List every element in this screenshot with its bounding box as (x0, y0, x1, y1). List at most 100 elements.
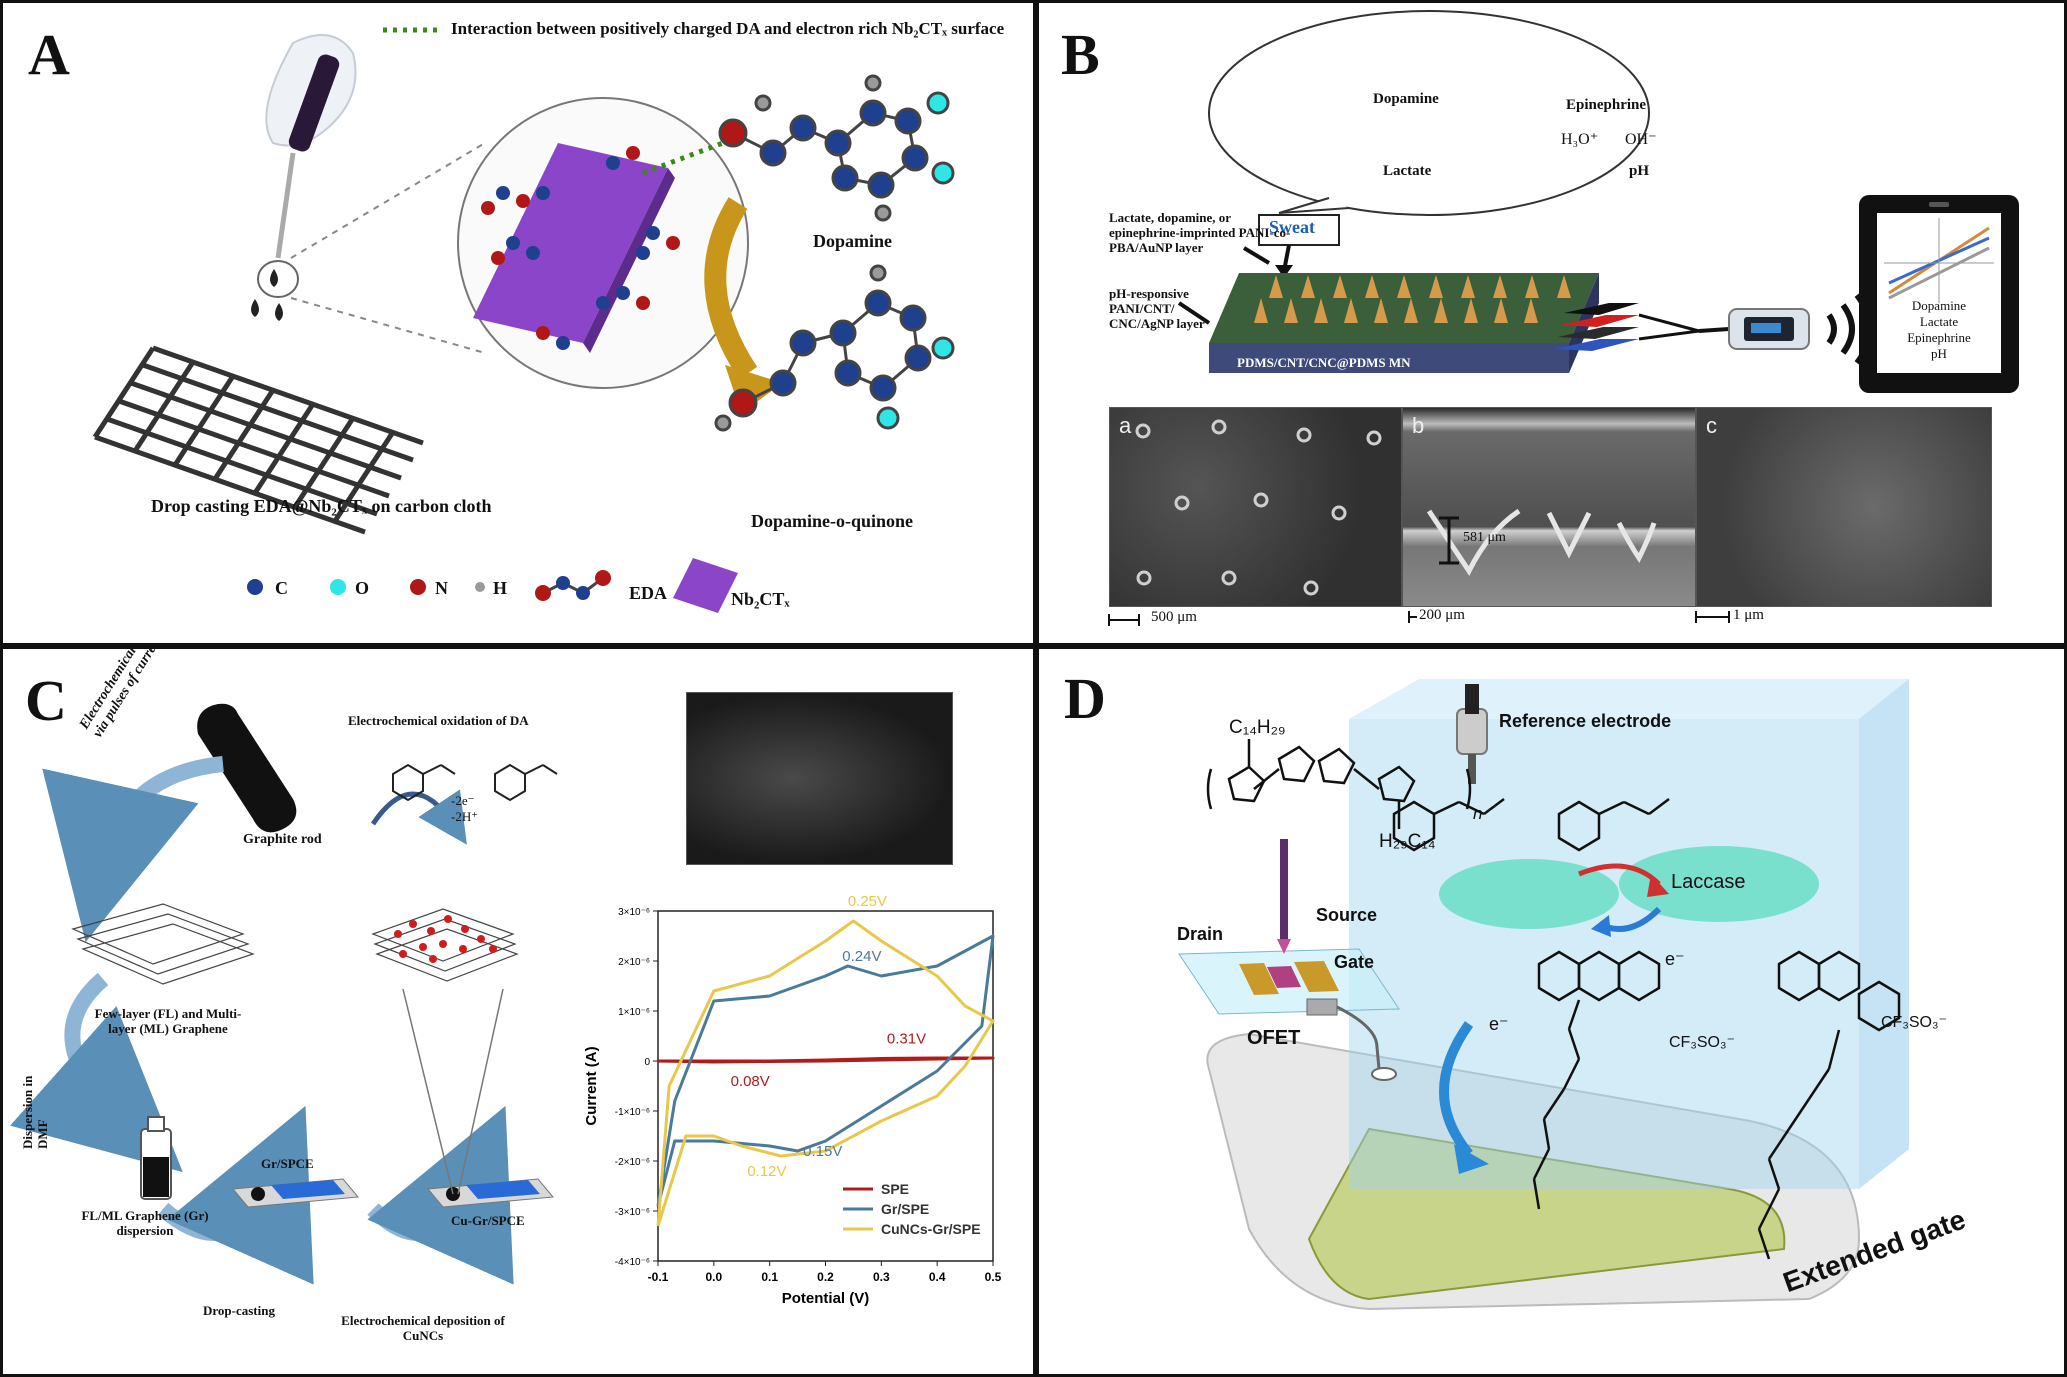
dopamine-molecule (718, 74, 955, 222)
triflate-label-2: CF₃SO₃⁻ (1881, 1014, 1947, 1031)
graphite-rod-icon (197, 703, 297, 833)
panel-b-label: B (1061, 22, 1100, 87)
y-axis-label: Current (A) (583, 1046, 600, 1125)
h29-label: H₂₉C₁₄ (1379, 831, 1436, 852)
scale-c: 1 μm (1733, 607, 1764, 623)
drain-label: Drain (1177, 924, 1224, 944)
wireless-device-icon (1728, 308, 1810, 350)
series-line-spe (657, 1056, 995, 1064)
dopamine-label-b: Dopamine (1373, 91, 1439, 107)
legend-c: C (275, 578, 288, 598)
drop-casting-label: Drop-casting (203, 1303, 275, 1318)
y-tick-label-6: 2×10⁻⁶ (618, 957, 650, 968)
y-tick-label-1: -3×10⁻⁶ (615, 1207, 650, 1218)
sem-label-b: b (1412, 413, 1425, 438)
series-line-gr-spe (656, 934, 995, 1207)
drop-cast-label: Drop casting EDA@Nb₂CTₓ on carbon cloth (151, 496, 492, 516)
electrolyte-box (1349, 679, 1909, 1189)
y-tick-label-0: -4×10⁻⁶ (615, 1257, 650, 1268)
legend-n: N (435, 578, 448, 598)
panel-c-illustration (10, 703, 558, 1285)
sem-label-a: a (1119, 413, 1132, 438)
sem-overlay (1135, 419, 1657, 596)
scale-b: 200 μm (1419, 607, 1465, 623)
legend-nb: Nb₂CTₓ (731, 589, 790, 609)
panel-a-illustration (92, 27, 955, 613)
graphene-sheets (71, 903, 519, 985)
gr-spce-electrode (232, 1178, 359, 1208)
deposition-label: Electrochemical deposition of CuNCs (341, 1313, 505, 1343)
cu-spce-label: Cu-Gr/SPCE (451, 1213, 525, 1228)
phone-line-4: pH (1931, 346, 1947, 361)
quinone-label: Dopamine-o-quinone (751, 511, 914, 531)
panel-b-illustration (1108, 10, 2019, 626)
oxidation-label: Electrochemical oxidation of DA (348, 713, 529, 728)
legend-symbols (247, 558, 738, 613)
vial-icon (140, 1116, 172, 1200)
x-axis-label: Potential (V) (782, 1290, 870, 1307)
triflate-label-1: CF₃SO₃⁻ (1669, 1034, 1735, 1051)
phone-line-3: Epinephrine (1907, 330, 1971, 345)
y-tick-label-3: -1×10⁻⁶ (615, 1107, 650, 1118)
plot-frame (657, 910, 994, 1262)
x-tick-label-6: 0.5 (985, 1270, 1002, 1284)
sweat-label: Sweat (1269, 217, 1315, 237)
laccase-label: Laccase (1671, 871, 1746, 893)
ph-label: pH (1629, 163, 1650, 179)
graphene-label: Few-layer (FL) and Multi-layer (ML) Grap… (94, 1006, 242, 1036)
extended-gate (1206, 1032, 1861, 1311)
x-tick-label-4: 0.3 (873, 1270, 890, 1284)
layer2-label: pH-responsive PANI/CNT/ CNC/AgNP layer (1109, 286, 1205, 331)
legend-label-0: SPE (881, 1181, 909, 1197)
peak-annotation-3: 0.08V (731, 1073, 770, 1090)
sem-image-b (1402, 407, 1696, 607)
lactate-label: Lactate (1383, 163, 1432, 179)
ofet-device (1178, 839, 1400, 1081)
cu-gr-spce-electrode (427, 1178, 554, 1208)
legend-label-1: Gr/SPE (881, 1201, 929, 1217)
x-tick-label-1: 0.0 (705, 1270, 722, 1284)
peak-annotation-5: 0.12V (747, 1163, 786, 1180)
phone-line-1: Dopamine (1911, 298, 1967, 313)
gr-spce-label: Gr/SPCE (261, 1156, 314, 1171)
sem-label-c: c (1706, 413, 1717, 438)
y-tick-label-5: 1×10⁻⁶ (618, 1007, 650, 1018)
phone-line-2: Lactate (1919, 314, 1959, 329)
sem-image-a (1109, 407, 1402, 607)
x-tick-label-2: 0.1 (761, 1270, 778, 1284)
polymer-structure (1206, 739, 1472, 829)
dopamine-label: Dopamine (813, 231, 893, 251)
layer1-label: Lactate, dopamine, or epinephrine-imprin… (1109, 210, 1291, 255)
legend-eda: EDA (629, 583, 668, 603)
sem-inset-c (686, 692, 953, 865)
gate-label: Gate (1334, 952, 1375, 972)
reference-label: Reference electrode (1499, 711, 1672, 731)
protons-label: -2H⁺ (451, 809, 479, 824)
electron-label-1: e⁻ (1665, 949, 1685, 969)
sem-image-c (1696, 407, 1992, 607)
n-label: n (1473, 804, 1483, 823)
quinone-molecule (714, 264, 955, 432)
phone-icon (1859, 195, 2019, 393)
interaction-note: Interaction between positively charged D… (451, 19, 1005, 38)
reference-electrode-icon (1456, 684, 1488, 784)
y-tick-label-4: 0 (644, 1057, 650, 1068)
substrate-label: PDMS/CNT/CNC@PDMS MN (1237, 355, 1411, 370)
ofet-label: OFET (1247, 1027, 1301, 1049)
epinephrine-label: Epinephrine (1566, 97, 1647, 113)
panel-b: B Dopamine Epinephrine Lactate pH H₃O⁺ O… (1036, 0, 2067, 646)
peak-annotation-1: 0.24V (842, 948, 881, 965)
x-tick-label-0: -0.1 (648, 1270, 669, 1284)
electrons-label: -2e⁻ (451, 793, 475, 808)
oh-label: OH⁻ (1625, 131, 1657, 148)
scale-a: 500 μm (1151, 609, 1197, 625)
pipette-icon (265, 34, 357, 259)
dispersion-step-label: Dispersion in DMF (20, 1075, 50, 1149)
legend-o: O (355, 578, 370, 598)
c14-label: C₁₄H₂₉ (1229, 717, 1286, 738)
peak-annotation-4: 0.15V (803, 1143, 842, 1160)
legend-h: H (493, 578, 508, 598)
graphite-label: Graphite rod (243, 832, 322, 847)
